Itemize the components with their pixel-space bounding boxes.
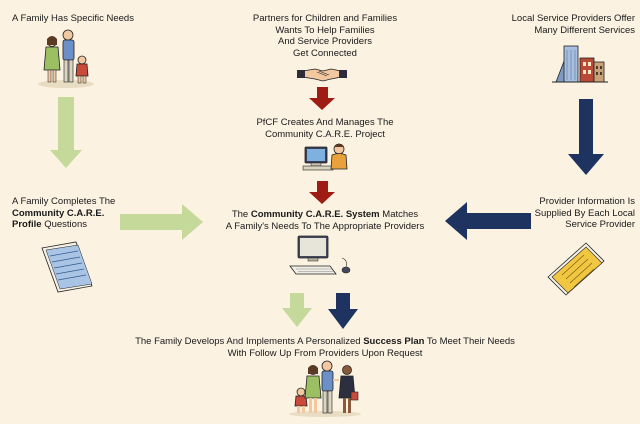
system-matches-label: The Community C.A.R.E. System Matches A … [225, 209, 425, 232]
red-arrow-down-middle [309, 181, 335, 204]
documents-icon [547, 242, 605, 296]
provider-info-label: Provider Information Is Supplied By Each… [534, 196, 635, 230]
red-arrow-down-top [309, 87, 335, 110]
handshake-icon [297, 68, 347, 82]
local-providers-label: Local Service Providers Offer Many Diffe… [511, 13, 635, 36]
family-needs-label: A Family Has Specific Needs [12, 13, 134, 24]
family-icon [38, 29, 94, 88]
green-arrow-right [120, 204, 203, 240]
computer-icon [289, 235, 351, 275]
family-with-provider-icon [289, 360, 361, 417]
navy-arrow-left [445, 202, 531, 240]
computer-user-icon [302, 143, 348, 171]
profile-form-icon [41, 241, 93, 293]
partners-label: Partners for Children and Families Wants… [252, 13, 398, 59]
success-plan-label: The Family Develops And Implements A Per… [135, 336, 515, 359]
family-completes-label: A Family Completes The Community C.A.R.E… [12, 196, 116, 230]
pfcf-manages-label: PfCF Creates And Manages The Community C… [256, 117, 394, 140]
navy-arrow-down-right [568, 99, 604, 175]
buildings-icon [552, 45, 608, 83]
green-arrow-down-left [50, 97, 82, 168]
green-arrow-down-center [282, 293, 312, 327]
navy-arrow-down-center [328, 293, 358, 329]
